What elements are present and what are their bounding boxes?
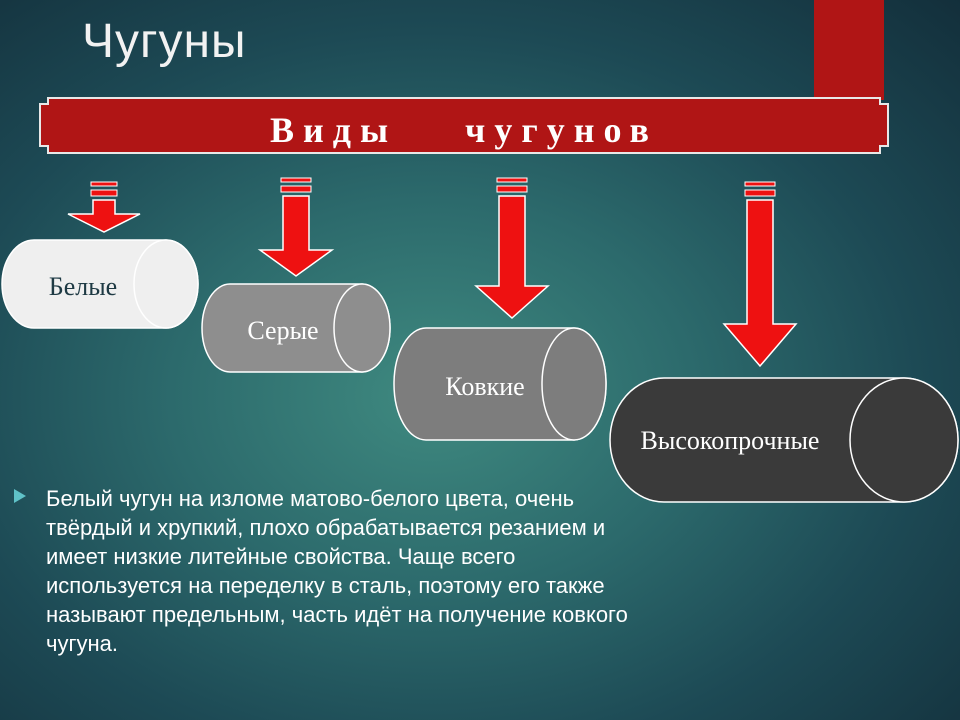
page-title: Чугуны	[82, 15, 247, 68]
accent-bar	[814, 0, 884, 100]
type-label-high-strength: Высокопрочные	[640, 426, 820, 455]
type-label-white: Белые	[48, 272, 118, 301]
banner-title: Виды чугунов	[269, 110, 658, 150]
cylinder-high-strength	[609, 377, 959, 503]
bullet-marker-icon	[14, 489, 26, 503]
cylinder-malleable	[393, 327, 607, 441]
arrow-down-icon	[257, 177, 335, 277]
cylinder-white	[1, 239, 199, 329]
arrow-down-icon	[67, 181, 141, 233]
type-label-gray: Серые	[247, 316, 319, 345]
arrow-down-icon	[722, 181, 798, 368]
arrow-down-icon	[474, 177, 550, 320]
description-text: Белый чугун на изломе матово-белого цвет…	[46, 486, 628, 656]
cylinder-gray	[201, 283, 391, 373]
banner-shape	[39, 97, 889, 154]
type-label-malleable: Ковкие	[445, 372, 525, 401]
